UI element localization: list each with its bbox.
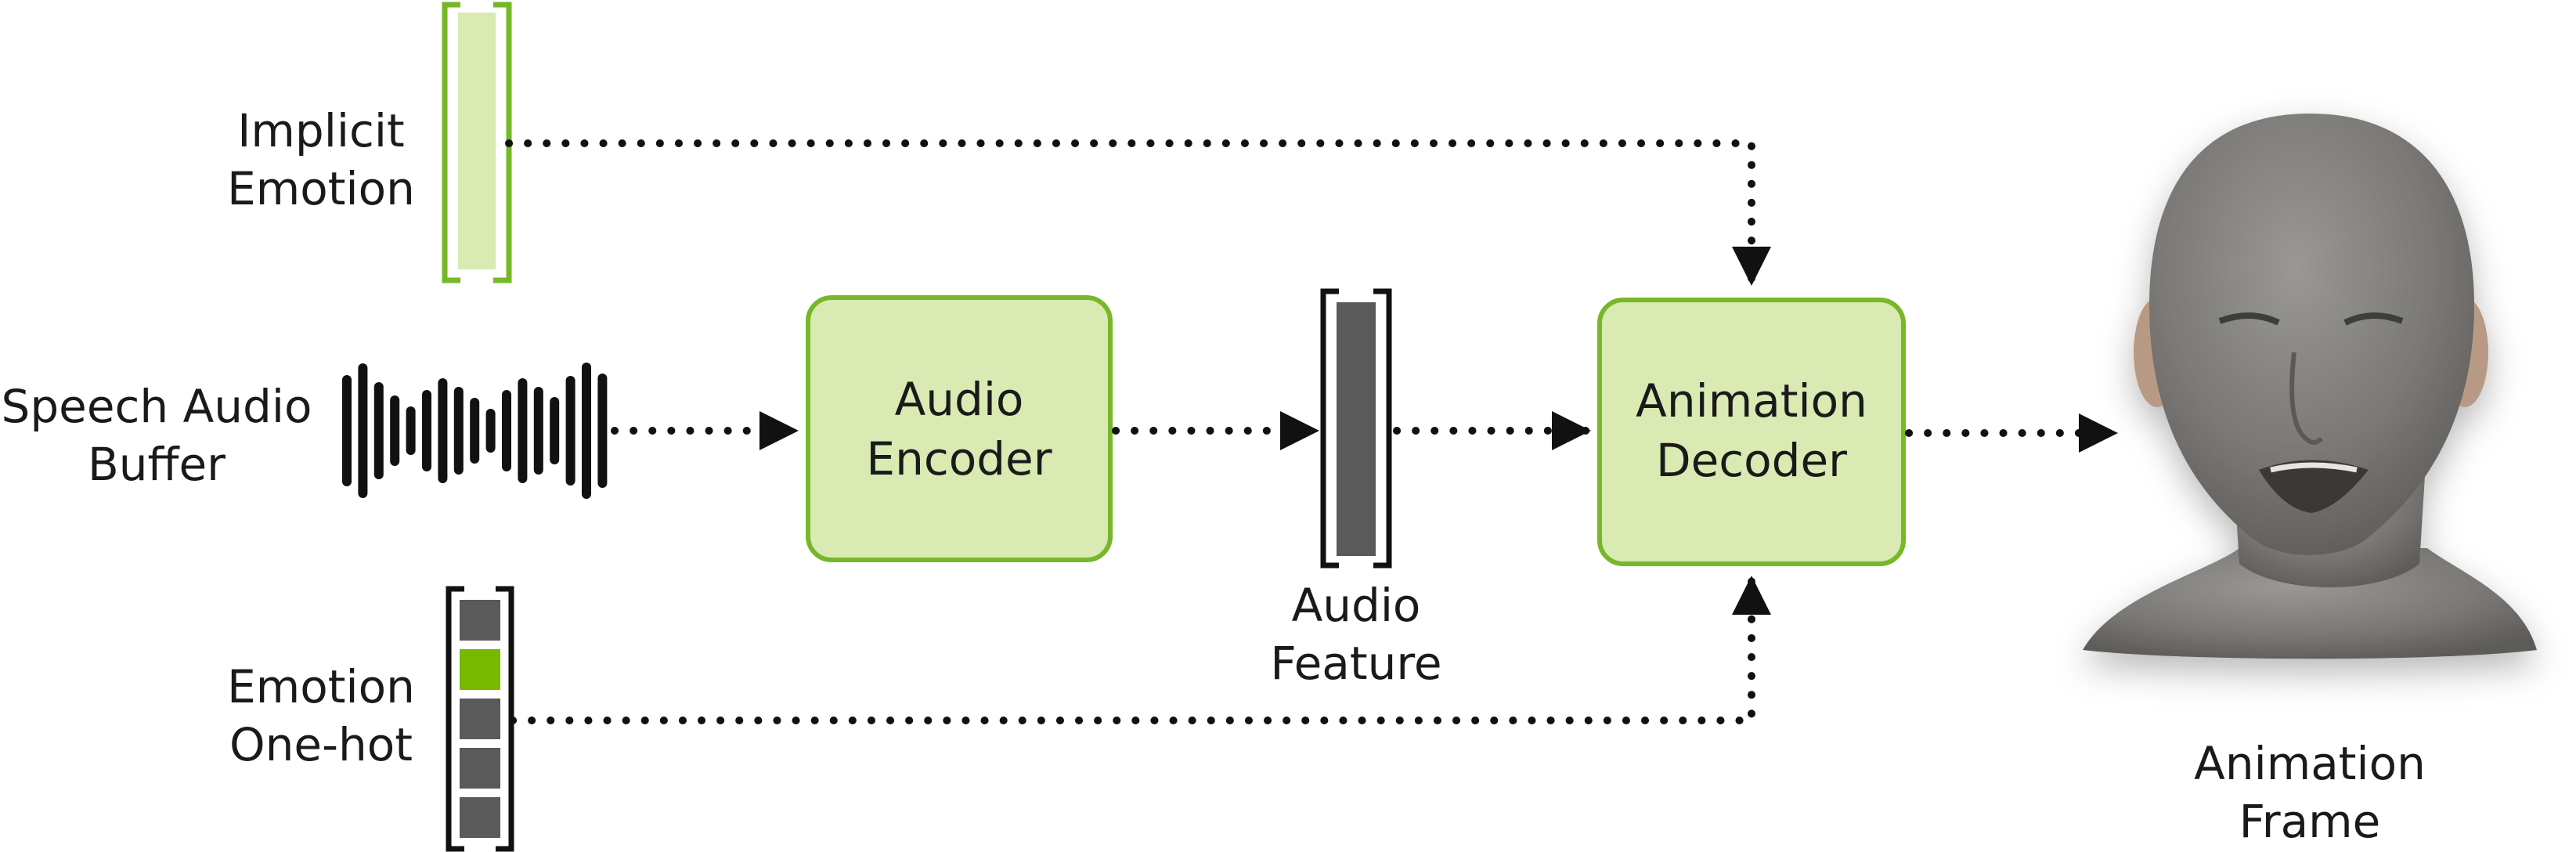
one-hot-cell-active (460, 649, 500, 690)
audio-encoder-label: Audio Encoder (808, 370, 1110, 489)
speech-audio-buffer-label: Speech Audio Buffer (0, 377, 313, 493)
speech-audio-buffer-line-2: Buffer (87, 438, 226, 491)
arrow-one-hot-to-decoder (509, 576, 1771, 724)
audio-feature-line-2: Feature (1270, 637, 1442, 690)
animated-face-render (2083, 114, 2537, 659)
left-bracket (442, 2, 460, 283)
open-mouth (2259, 460, 2369, 513)
audio-waveform-icon (342, 363, 608, 499)
right-eye (2343, 312, 2404, 326)
audio-encoder-line-1: Audio (894, 373, 1024, 426)
one-hot-cell (460, 699, 500, 739)
animation-decoder-box (1597, 298, 1906, 566)
audio-feature-vector (1320, 288, 1392, 569)
speech-audio-buffer-line-1: Speech Audio (1, 380, 312, 433)
animation-frame-line-2: Frame (2239, 795, 2381, 848)
left-eye (2218, 312, 2280, 326)
head (2149, 114, 2474, 555)
one-hot-cell (460, 600, 500, 641)
animation-decoder-label: Animation Decoder (1600, 371, 1903, 490)
one-hot-cell (460, 748, 500, 789)
implicit-emotion-line-2: Emotion (227, 162, 415, 215)
right-bracket (1373, 288, 1392, 569)
one-hot-cell (460, 797, 500, 838)
animation-decoder-line-2: Decoder (1655, 434, 1848, 487)
audio-encoder-box (806, 295, 1113, 562)
implicit-emotion-bar (458, 13, 496, 269)
emotion-one-hot-line-2: One-hot (229, 718, 413, 771)
animation-frame-label: Animation Frame (2145, 735, 2474, 850)
animation-decoder-line-1: Animation (1636, 374, 1867, 428)
audio-feature-line-1: Audio (1291, 579, 1421, 632)
teeth (2270, 462, 2358, 473)
left-bracket (1320, 288, 1339, 569)
shoulders (2083, 548, 2537, 659)
audio-feature-bar (1337, 302, 1376, 556)
audio-encoder-line-2: Encoder (866, 432, 1052, 486)
implicit-emotion-line-1: Implicit (237, 104, 405, 157)
emotion-one-hot-vector (446, 586, 514, 852)
emotion-one-hot-label: Emotion One-hot (157, 658, 485, 774)
connections (505, 139, 2118, 724)
audio-feature-label: Audio Feature (1200, 576, 1513, 692)
implicit-emotion-label: Implicit Emotion (157, 102, 485, 218)
nose (2289, 352, 2324, 445)
arrow-implicit-emotion-to-decoder (505, 139, 1771, 286)
emotion-one-hot-line-1: Emotion (227, 660, 415, 713)
animation-frame-line-1: Animation (2194, 737, 2426, 790)
left-bracket (446, 586, 464, 852)
